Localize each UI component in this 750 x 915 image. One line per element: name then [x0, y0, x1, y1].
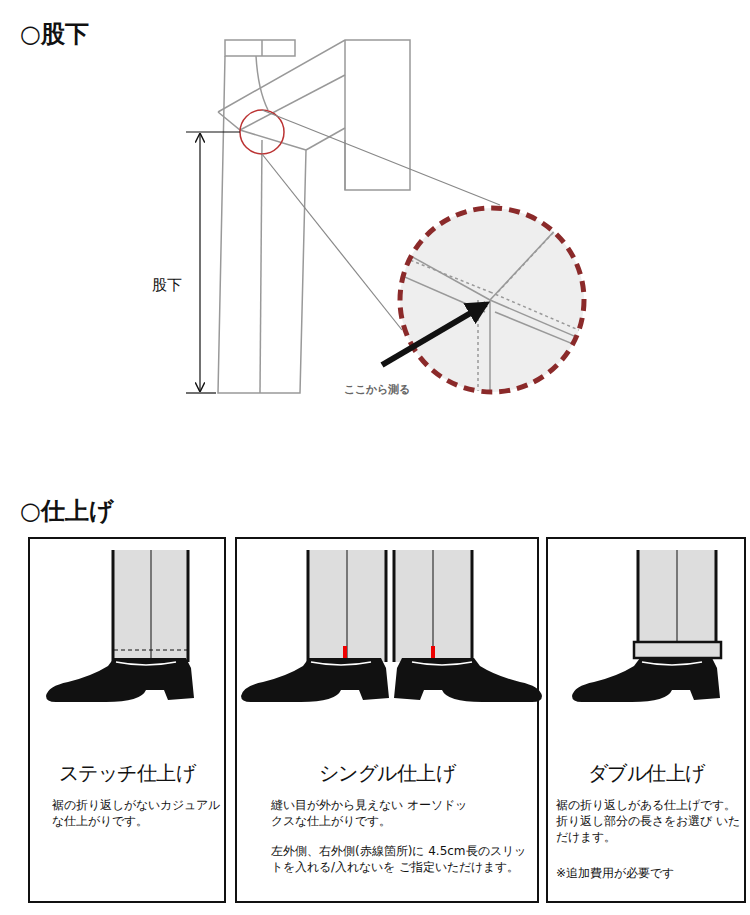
finish-title: シングル仕上げ [237, 761, 537, 787]
section-heading: ○股下 [18, 18, 91, 50]
finish-box: シングル仕上げ縫い目が外から見えない オーソドックスな仕上がりです。左外側、右外… [235, 537, 539, 903]
double-figure [572, 550, 721, 702]
magnified-view [400, 208, 600, 400]
finish-box: ダブル仕上げ裾の折り返しがある仕上げです。 折り返し部分の長さをお選び いただけ… [546, 537, 746, 903]
dimension-label: 股下 [150, 276, 184, 295]
callout-label: ここから測る [342, 382, 412, 397]
section-heading: ○仕上げ [18, 495, 116, 527]
finish-box: ステッチ仕上げ裾の折り返しがないカジュアル な仕上がりです。 [28, 537, 226, 903]
pointer-arrow [382, 304, 486, 365]
leader-line [262, 154, 402, 330]
finish-note: 左外側、右外側(赤線箇所)に 4.5cm長のスリットを入れる/入れないを ご指定… [271, 843, 526, 875]
stitch-figure [46, 550, 194, 702]
finish-title: ステッチ仕上げ [30, 761, 224, 787]
finish-description: 裾の折り返しがないカジュアル な仕上がりです。 [52, 797, 220, 829]
dimension-line [186, 132, 240, 393]
single-figure [241, 550, 542, 702]
pants-figure [218, 40, 410, 393]
finish-description: 縫い目が外から見えない オーソドックスな仕上がりです。 [271, 797, 471, 829]
leader-line [262, 110, 500, 205]
finish-note: ※追加費用が必要です [556, 865, 740, 881]
finish-title: ダブル仕上げ [548, 761, 744, 787]
finish-description: 裾の折り返しがある仕上げです。 折り返し部分の長さをお選び いただけます。 [556, 797, 740, 846]
